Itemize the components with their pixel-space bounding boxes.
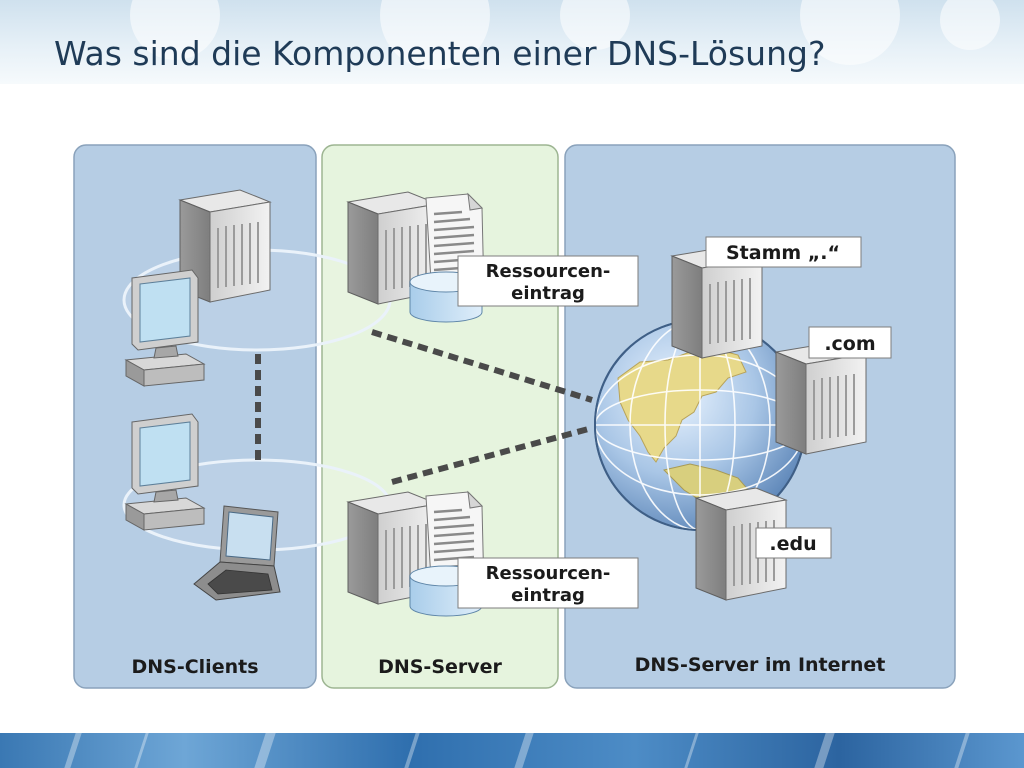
desktop-computer-icon — [125, 269, 205, 387]
slide-title: Was sind die Komponenten einer DNS-Lösun… — [54, 34, 826, 73]
panel-label-dns-server-internet: DNS-Server im Internet — [635, 654, 886, 676]
com-server-label-text: .com — [824, 333, 875, 355]
root-server-label-text: Stamm „.“ — [726, 242, 840, 264]
dns-components-diagram: Ressourcen- eintrag Ressourcen- eintrag … — [73, 144, 956, 689]
desktop-computer-icon-bottom — [125, 413, 205, 531]
panel-label-dns-server: DNS-Server — [378, 656, 502, 678]
resource-record-bottom-line2: eintrag — [511, 585, 585, 606]
resource-record-bottom-line1: Ressourcen- — [486, 563, 611, 584]
panel-label-dns-clients: DNS-Clients — [131, 656, 258, 678]
edu-server-label-text: .edu — [769, 533, 816, 555]
resource-record-top-line1: Ressourcen- — [486, 261, 611, 282]
slide-footer-band — [0, 733, 1024, 768]
link-top-server-globe — [371, 329, 593, 403]
resource-record-label-bottom: Ressourcen- eintrag — [457, 557, 639, 609]
resource-record-top-line2: eintrag — [511, 283, 585, 304]
edu-server-label: .edu — [755, 527, 832, 559]
slide-header-background: Was sind die Komponenten einer DNS-Lösun… — [0, 0, 1024, 84]
link-bottom-server-globe — [391, 425, 593, 485]
com-server-icon — [775, 341, 867, 455]
com-server-label: .com — [808, 326, 892, 359]
root-server-label: Stamm „.“ — [705, 236, 862, 268]
resource-record-label-top: Ressourcen- eintrag — [457, 255, 639, 307]
